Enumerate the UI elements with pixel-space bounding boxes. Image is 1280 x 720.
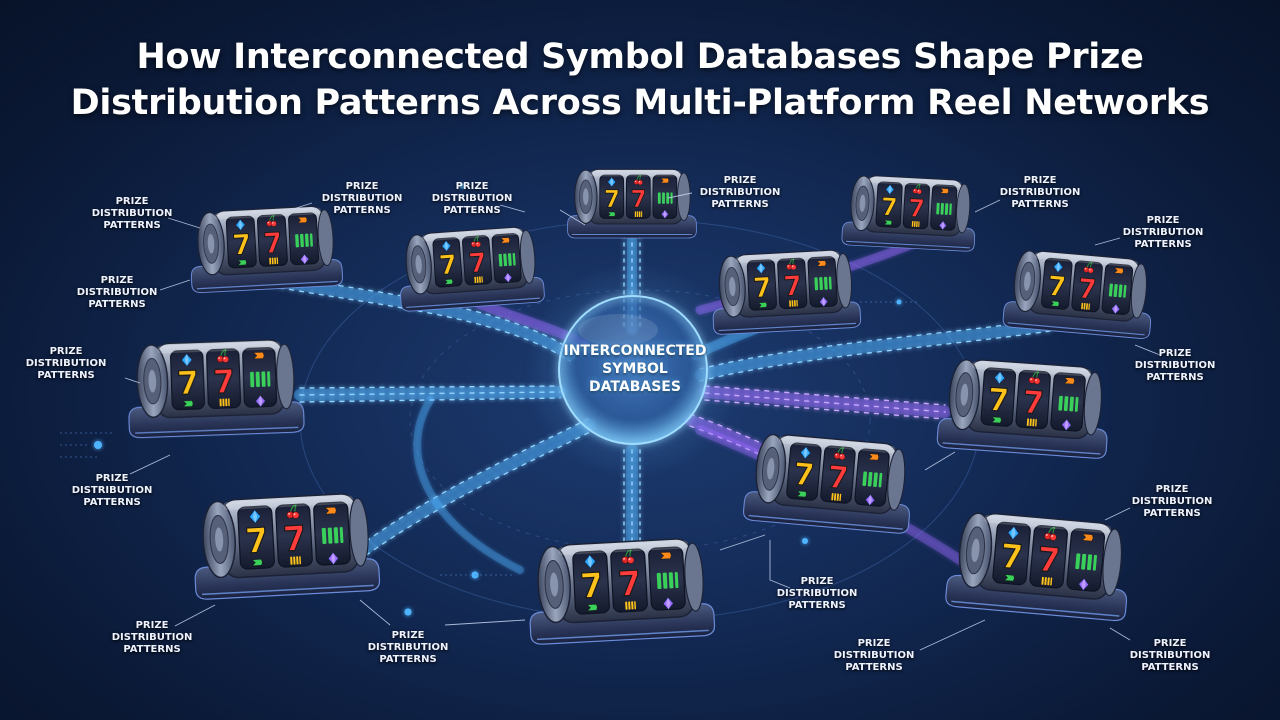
node-dots [94,183,902,616]
title-line-2: Distribution Patterns Across Multi-Platf… [70,83,1210,123]
hub-sphere [523,260,743,480]
reel-machine-11 [526,537,715,644]
flow-left-curve [413,396,524,574]
hub-label-line-3: DATABASES [589,379,681,395]
page-title: How Interconnected Symbol Databases Shap… [0,34,1280,126]
hub-label: INTERCONNECTED SYMBOL DATABASES [545,342,725,396]
hub-label-line-1: INTERCONNECTED [563,343,707,359]
reel-machine-5 [842,174,978,251]
reel-machine-10 [191,492,380,599]
reel-machine-8 [937,357,1112,459]
reel-machine-1 [188,205,343,293]
title-line-1: How Interconnected Symbol Databases Shap… [136,37,1144,77]
hub-label-line-2: SYMBOL [602,361,668,377]
reel-machine-12 [945,510,1133,621]
reel-machine-4 [710,249,861,335]
reel-machine-9 [743,432,916,534]
reel-machine-3 [568,169,697,238]
reel-machine-2 [396,225,545,311]
dashed-ticks [60,301,920,576]
reel-machine-6 [1002,248,1155,339]
reel-machine-7 [126,339,304,438]
leader-lines [124,192,1161,651]
